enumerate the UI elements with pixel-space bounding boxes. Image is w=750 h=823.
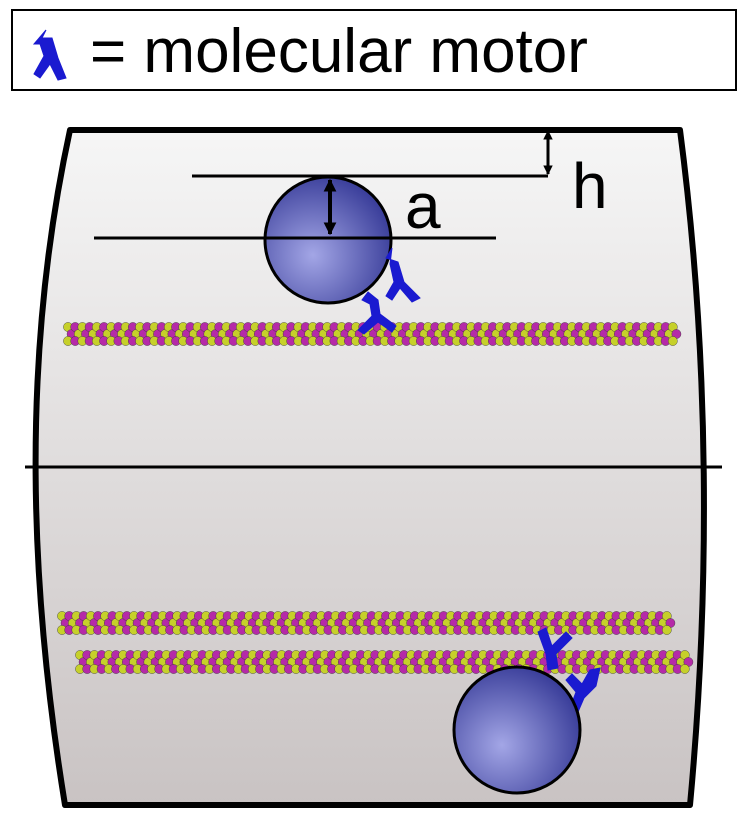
chamber [25,127,722,808]
label-a: a [405,170,441,242]
lower-bead-group [452,627,601,795]
lower-bead [452,665,582,795]
legend-box [11,9,737,91]
legend-text: = molecular motor [90,17,588,86]
upper-bead-group: a h [94,130,608,335]
filament-bead [680,664,690,674]
legend: = molecular motor [11,9,737,91]
label-h: h [572,150,608,222]
molecular-motor-icon [385,247,421,303]
lower-filament-2 [75,650,694,674]
molecular-motor-icon [537,627,573,671]
molecular-motor-icon [357,291,397,335]
filament-bead [662,625,672,635]
lower-filament-1 [57,611,676,635]
upper-bead [263,175,393,305]
molecular-motor-icon [32,29,67,81]
filament-bead [668,336,678,346]
